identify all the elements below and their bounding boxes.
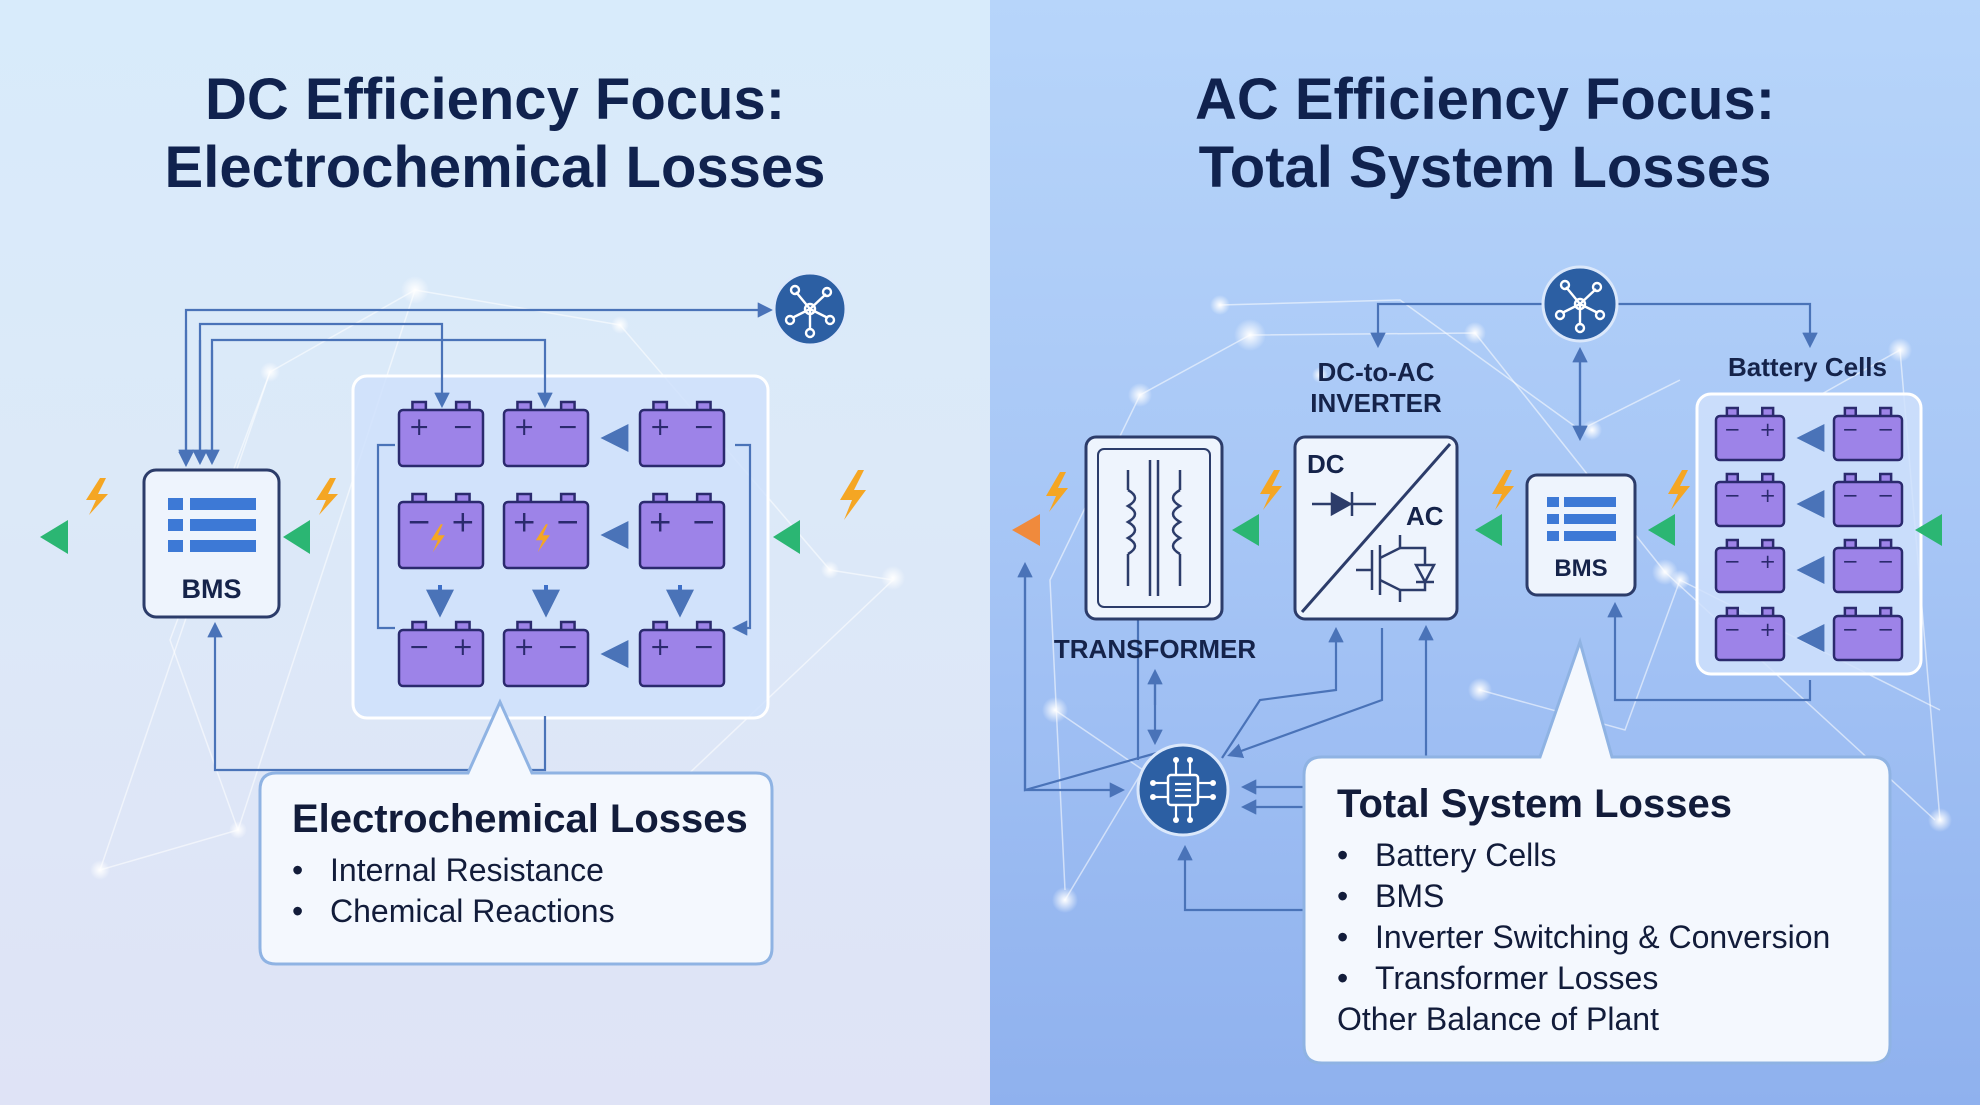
chip-hub-icon (1136, 743, 1230, 837)
right-callout-box (1302, 636, 1892, 1065)
svg-text:−: − (557, 632, 578, 661)
svg-text:−: − (1877, 550, 1894, 573)
svg-text:+: + (1759, 618, 1776, 641)
right-callout-item: •BMS (1337, 878, 1445, 914)
inverter-icon (1293, 435, 1459, 621)
svg-text:+: + (450, 505, 475, 540)
power-flow-arrows-left (40, 520, 915, 554)
svg-text:+: + (512, 505, 537, 540)
svg-text:−: − (1877, 418, 1894, 441)
right-callout: Total System Losses •Battery Cells •BMS … (1337, 782, 1830, 1040)
battery-icon: +− (397, 400, 485, 468)
left-callout-list: •Internal Resistance •Chemical Reactions (292, 850, 748, 932)
battery-icon: −+ (1714, 538, 1786, 594)
svg-text:−: − (555, 505, 580, 540)
battery-icon: −− (1832, 538, 1904, 594)
svg-text:−: − (407, 505, 432, 540)
lightning-icon (86, 470, 866, 520)
svg-text:+: + (514, 412, 535, 441)
right-title-line2: Total System Losses (1198, 135, 1772, 200)
svg-text:+: + (514, 632, 535, 661)
lightning-icon-right (1046, 470, 1690, 512)
battery-icon: −− (1832, 606, 1904, 662)
svg-text:+: + (452, 632, 473, 661)
inverter-label-line2: INVERTER (1310, 388, 1442, 418)
svg-text:−: − (452, 412, 473, 441)
right-callout-item: •Battery Cells (1337, 837, 1557, 873)
svg-text:−: − (1842, 418, 1859, 441)
svg-text:−: − (693, 412, 714, 441)
battery-icon: −+ (1714, 606, 1786, 662)
battery-grid-left: +−+−+−−++−+−−++−+− (397, 400, 726, 688)
svg-text:+: + (1759, 418, 1776, 441)
svg-text:+: + (648, 505, 673, 540)
svg-text:−: − (1724, 418, 1741, 441)
svg-text:−: − (1877, 618, 1894, 641)
cell-flow-arrows-right (1796, 424, 1825, 652)
power-flow-arrows-right (1012, 514, 1980, 546)
svg-text:−: − (693, 632, 714, 661)
svg-text:+: + (650, 412, 671, 441)
svg-text:−: − (1724, 484, 1741, 507)
svg-text:+: + (650, 632, 671, 661)
battery-icon: −+ (1714, 472, 1786, 528)
right-callout-list: •Battery Cells •BMS •Inverter Switching … (1337, 835, 1830, 999)
inverter-dc-label: DC (1307, 449, 1345, 479)
battery-icon: −+ (397, 492, 485, 570)
svg-text:+: + (1759, 550, 1776, 573)
background-nodes (90, 276, 1952, 913)
right-callout-extra: Other Balance of Plant (1337, 1001, 1659, 1037)
right-title: AC Efficiency Focus: Total System Losses (1050, 66, 1920, 202)
battery-icon: +− (638, 620, 726, 688)
right-bms-label: BMS (1554, 555, 1608, 582)
transformer-label: TRANSFORMER (1053, 634, 1257, 664)
svg-text:−: − (557, 412, 578, 441)
inverter-label-line1: DC-to-AC (1317, 357, 1435, 387)
network-hub-icon (772, 271, 848, 347)
svg-text:+: + (1759, 484, 1776, 507)
battery-cells-label: Battery Cells (1728, 352, 1887, 382)
left-title: DC Efficiency Focus: Electrochemical Los… (60, 66, 930, 202)
left-callout-item: •Chemical Reactions (292, 893, 615, 929)
network-hub-icon-right (1541, 265, 1619, 343)
left-callout-item: •Internal Resistance (292, 852, 604, 888)
battery-icon: −+ (1714, 406, 1786, 462)
battery-icon: +− (502, 492, 590, 570)
svg-text:−: − (1842, 484, 1859, 507)
left-callout-heading: Electrochemical Losses (292, 797, 748, 841)
battery-grid-right: −+−−−+−−−+−−−+−− (1714, 406, 1904, 662)
svg-text:−: − (1877, 484, 1894, 507)
inverter-ac-label: AC (1406, 501, 1444, 531)
left-title-line1: DC Efficiency Focus: (204, 67, 786, 132)
left-callout-box (258, 698, 774, 966)
svg-text:−: − (1724, 550, 1741, 573)
bms-icon (142, 468, 281, 619)
svg-text:+: + (409, 412, 430, 441)
left-bms-label: BMS (181, 574, 242, 604)
battery-icon: +− (502, 400, 590, 468)
svg-text:−: − (691, 505, 716, 540)
left-title-line2: Electrochemical Losses (164, 135, 826, 200)
right-title-line1: AC Efficiency Focus: (1194, 67, 1776, 132)
battery-icon: +− (502, 620, 590, 688)
battery-icon: −+ (397, 620, 485, 688)
svg-text:−: − (1724, 618, 1741, 641)
cell-flow-arrows-left (426, 424, 694, 668)
right-callout-item: •Inverter Switching & Conversion (1337, 919, 1831, 955)
battery-icon: +− (638, 400, 726, 468)
inverter-label: DC-to-AC INVERTER (1286, 357, 1466, 419)
battery-icon: +− (638, 492, 726, 570)
right-callout-heading: Total System Losses (1337, 782, 1732, 826)
right-callout-item: •Transformer Losses (1337, 960, 1659, 996)
svg-text:−: − (1842, 550, 1859, 573)
svg-text:−: − (1842, 618, 1859, 641)
battery-icon: −− (1832, 472, 1904, 528)
transformer-icon (1084, 435, 1224, 621)
left-callout: Electrochemical Losses •Internal Resista… (292, 797, 748, 932)
battery-icon: −− (1832, 406, 1904, 462)
svg-text:−: − (409, 632, 430, 661)
